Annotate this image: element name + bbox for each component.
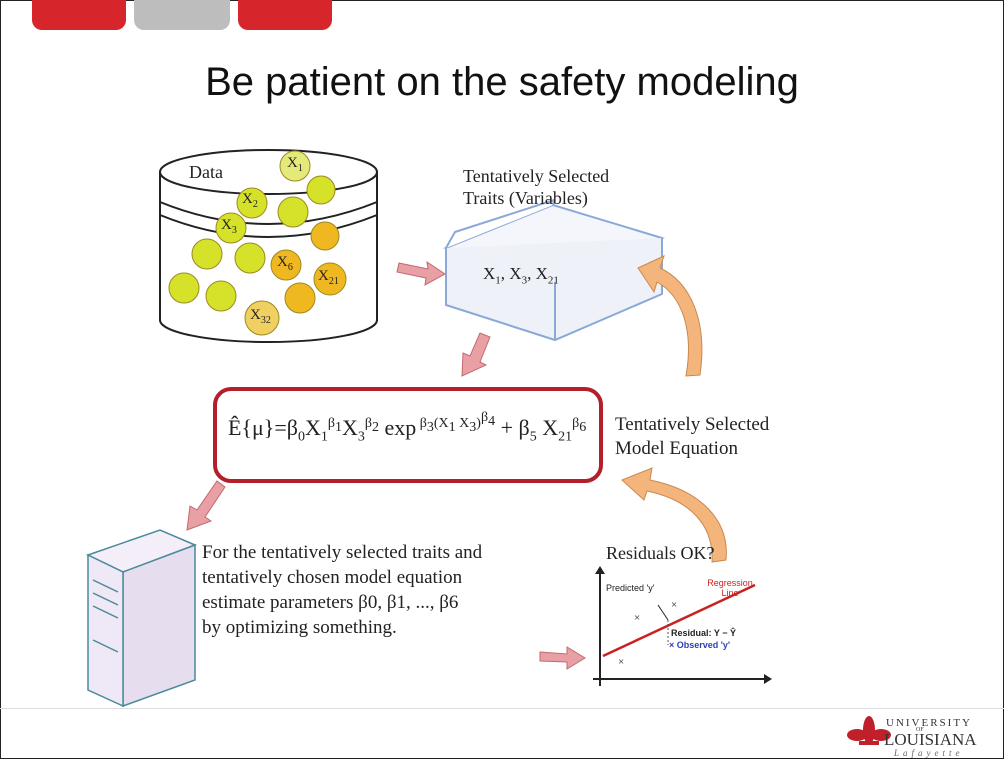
logo-louisiana: LOUISIANA — [884, 730, 977, 749]
variable-balls — [168, 150, 347, 336]
residuals-label: Residuals OK? — [606, 543, 715, 563]
arrow-text-to-chart — [539, 646, 586, 670]
description-line-3: estimate parameters β0, β1, ..., β6 — [202, 592, 459, 613]
logo-of: OF — [916, 727, 924, 733]
equation-box — [213, 387, 603, 483]
model-equation: Ê{μ}=β0X1β1X3β2 exp β3(X1 X3)β4 + β5 X21… — [228, 410, 587, 445]
slide-title: Be patient on the safety modeling — [205, 60, 799, 104]
model-label-line1: Tentatively Selected — [615, 414, 770, 435]
arrow-data-to-box — [396, 260, 446, 286]
curved-arrow-to-traits — [637, 255, 703, 377]
selected-variables: X1, X3, X21 — [483, 264, 559, 287]
description-line-1: For the tentatively selected traits and — [202, 542, 483, 563]
predicted-label: Predicted 'y' — [606, 583, 655, 593]
svg-text:×: × — [634, 612, 640, 624]
observed-label: × Observed 'y' — [669, 640, 731, 650]
ball-label-x2: X2 — [242, 191, 258, 210]
ball-label-x1: X1 — [287, 155, 303, 174]
svg-text:×: × — [671, 599, 677, 611]
ball-label-x32: X32 — [250, 307, 271, 326]
ball-label-x6: X6 — [277, 254, 293, 273]
arrow-box-to-equation — [461, 332, 491, 377]
arrow-equation-to-server — [186, 480, 226, 531]
regression-label: Regression Line — [707, 578, 753, 598]
svg-text:×: × — [618, 656, 624, 668]
residual-label: Residual: Y − Ŷ — [671, 628, 736, 638]
flow-arrows — [186, 260, 586, 670]
server-icon — [86, 529, 198, 708]
traits-box-icon — [443, 198, 665, 342]
tab-gray — [134, 0, 230, 30]
description: For the tentatively selected traits and … — [202, 540, 482, 640]
logo-lafayette: Lafayette — [894, 748, 964, 758]
tab-red-right — [238, 0, 332, 30]
fleur-de-lis-logo — [847, 716, 891, 745]
data-label: Data — [189, 162, 223, 182]
ball-label-x21: X21 — [318, 268, 339, 287]
feedback-arrows — [621, 255, 727, 563]
curved-arrow-to-equation — [621, 467, 727, 563]
regression-chart: × × × — [593, 566, 772, 686]
regression-line — [602, 583, 756, 658]
logo-university: UNIVERSITY — [886, 717, 972, 729]
description-line-4: by optimizing something. — [202, 617, 397, 638]
description-line-2: tentatively chosen model equation — [202, 567, 463, 588]
traits-label-line1: Tentatively Selected — [463, 166, 610, 186]
model-label-line2: Model Equation — [615, 438, 738, 459]
footer-divider — [0, 708, 1004, 709]
traits-label-line2: Traits (Variables) — [463, 188, 588, 208]
tab-red-left — [32, 0, 126, 30]
ball-label-x3: X3 — [221, 217, 237, 236]
